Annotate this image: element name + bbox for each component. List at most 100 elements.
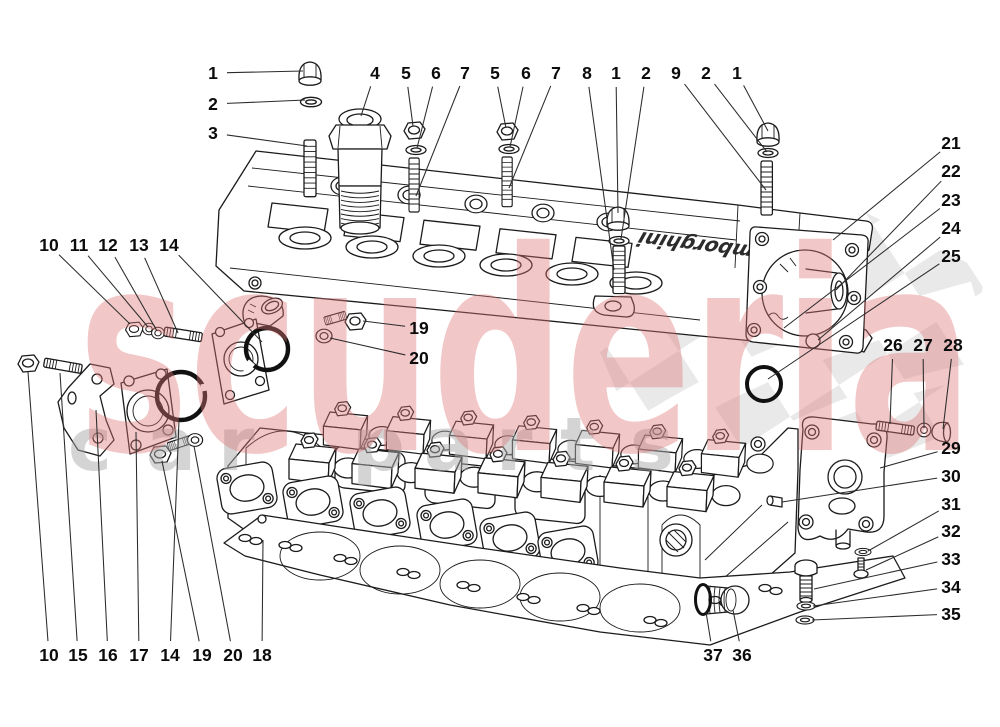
o-ring-large <box>745 365 783 403</box>
callout-32[interactable]: 32 <box>941 521 961 541</box>
callout-5[interactable]: 5 <box>490 63 500 83</box>
leader-line <box>114 256 158 332</box>
cam-cap-block <box>414 441 463 494</box>
callout-6[interactable]: 6 <box>521 63 531 83</box>
callout-18[interactable]: 18 <box>252 645 272 665</box>
end-plate <box>745 226 869 403</box>
snap-ring <box>154 369 213 423</box>
callout-16[interactable]: 16 <box>98 645 118 665</box>
callout-10[interactable]: 10 <box>39 645 59 665</box>
callout-33[interactable]: 33 <box>941 549 961 569</box>
dome-plug <box>931 421 952 443</box>
leader-line <box>170 419 180 642</box>
callout-20[interactable]: 20 <box>409 348 429 368</box>
callout-22[interactable]: 22 <box>941 161 961 181</box>
callout-2[interactable]: 2 <box>208 94 218 114</box>
callout-30[interactable]: 30 <box>941 466 961 486</box>
leader-line <box>87 255 149 328</box>
callout-2[interactable]: 2 <box>641 63 651 83</box>
leader-line <box>261 539 264 642</box>
callout-12[interactable]: 12 <box>98 235 118 255</box>
hex-bolt-19b <box>149 435 193 464</box>
leader-line <box>817 236 941 341</box>
cam-cap-block <box>666 459 715 513</box>
callout-23[interactable]: 23 <box>941 190 961 210</box>
callout-19[interactable]: 19 <box>409 318 429 338</box>
callout-26[interactable]: 26 <box>883 335 903 355</box>
callout-8[interactable]: 8 <box>582 63 592 83</box>
callout-35[interactable]: 35 <box>941 604 961 624</box>
callout-6[interactable]: 6 <box>431 63 441 83</box>
leader-line <box>781 477 938 503</box>
exhaust-port-flange <box>282 475 344 529</box>
o-ring-small <box>805 333 821 349</box>
cam-cap-block <box>322 401 369 451</box>
callout-3[interactable]: 3 <box>208 123 218 143</box>
leader-line <box>767 263 940 380</box>
callout-28[interactable]: 28 <box>943 335 963 355</box>
callout-27[interactable]: 27 <box>913 335 932 355</box>
leader-line <box>360 86 372 117</box>
callout-34[interactable]: 34 <box>941 577 961 597</box>
callout-9[interactable]: 9 <box>671 63 681 83</box>
brand-watermark: scuderia <box>78 192 973 516</box>
leader-line <box>226 99 306 104</box>
callout-21[interactable]: 21 <box>941 133 961 153</box>
o-ring-neck <box>241 325 291 374</box>
callout-17[interactable]: 17 <box>129 645 148 665</box>
leader-line <box>889 358 893 425</box>
callout-2[interactable]: 2 <box>701 63 711 83</box>
leader-line <box>812 588 938 607</box>
callout-20[interactable]: 20 <box>223 645 243 665</box>
callout-19[interactable]: 19 <box>192 645 212 665</box>
callout-1[interactable]: 1 <box>611 63 621 83</box>
cam-cap-block <box>477 446 526 499</box>
callout-13[interactable]: 13 <box>129 235 149 255</box>
leader-line <box>615 86 619 214</box>
leader-line <box>732 609 740 642</box>
leader-line <box>865 536 939 571</box>
top-fasteners <box>298 61 780 235</box>
callout-36[interactable]: 36 <box>732 645 752 665</box>
leader-line <box>415 85 461 197</box>
callout-37[interactable]: 37 <box>703 645 722 665</box>
callout-4[interactable]: 4 <box>370 63 380 83</box>
exhaust-port-flange <box>216 461 278 515</box>
callout-29[interactable]: 29 <box>941 438 961 458</box>
callout-25[interactable]: 25 <box>941 246 961 266</box>
callout-11[interactable]: 11 <box>70 235 89 255</box>
exhaust-port-flange <box>416 498 478 552</box>
callout-5[interactable]: 5 <box>401 63 411 83</box>
callout-14[interactable]: 14 <box>160 645 180 665</box>
leader-line <box>59 372 78 642</box>
leader-line <box>835 180 942 291</box>
leader-line <box>811 614 938 621</box>
callout-1[interactable]: 1 <box>732 63 742 83</box>
leader-line <box>783 208 941 329</box>
leader-line <box>329 337 406 356</box>
callout-14[interactable]: 14 <box>159 235 179 255</box>
callout-7[interactable]: 7 <box>460 63 470 83</box>
cam-cap-block <box>448 410 495 460</box>
engine-line-art: lamborghini <box>17 61 952 646</box>
leader-line <box>416 86 434 149</box>
leader-line <box>509 86 524 148</box>
leader-line <box>226 134 308 147</box>
callout-15[interactable]: 15 <box>68 645 88 665</box>
leader-line <box>178 254 263 343</box>
leader-line <box>620 86 645 240</box>
callout-1[interactable]: 1 <box>208 63 218 83</box>
cam-cap-block <box>351 436 400 490</box>
leader-line <box>193 445 231 642</box>
callout-7[interactable]: 7 <box>551 63 561 83</box>
threaded-plug <box>328 108 392 235</box>
leader-line <box>144 257 179 334</box>
leader-line <box>362 320 406 327</box>
callout-31[interactable]: 31 <box>941 494 961 514</box>
callout-10[interactable]: 10 <box>39 235 59 255</box>
leader-line <box>95 409 108 642</box>
callout-24[interactable]: 24 <box>941 218 961 238</box>
